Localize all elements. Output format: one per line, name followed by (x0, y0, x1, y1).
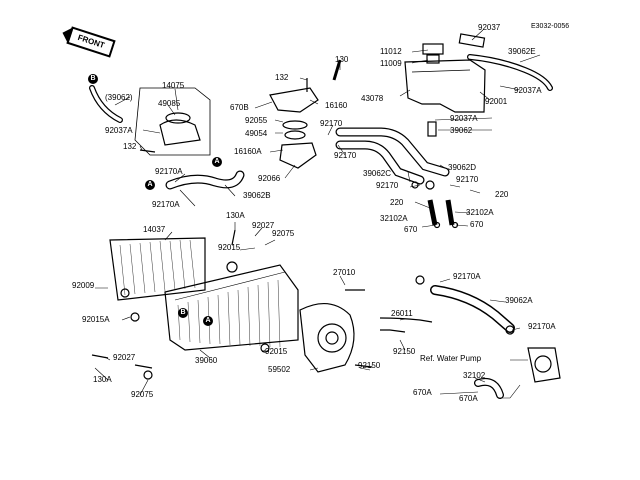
label-130a-lower: 130A (93, 375, 112, 384)
label-92066: 92066 (258, 174, 281, 183)
radiator-fan (299, 303, 355, 373)
label-26011: 26011 (391, 309, 413, 318)
label-92009: 92009 (72, 281, 95, 290)
label-670a-left: 670A (413, 388, 432, 397)
label-132-left: 132 (123, 142, 137, 151)
hose-39062e (467, 54, 553, 91)
label-220-left: 220 (390, 198, 404, 207)
reservoir-neck (426, 54, 440, 64)
label-39062d: 39062D (448, 163, 477, 172)
marker-a-neck: A (212, 157, 222, 167)
label-92170-a: 92170 (320, 119, 343, 128)
water-pump-cover (527, 347, 561, 383)
reservoir-cap (422, 43, 444, 55)
label-49054: 49054 (245, 129, 268, 138)
label-92170-b: 92170 (334, 151, 357, 160)
label-ref-water-pump: Ref. Water Pump (420, 354, 482, 363)
label-670-left: 670 (404, 225, 418, 234)
thermostat-housing (269, 87, 319, 113)
label-39062a: 39062A (505, 296, 533, 305)
label-27010: 27010 (333, 268, 356, 277)
label-92015a: 92015A (82, 315, 110, 324)
marker-b-radiator: B (178, 308, 188, 318)
label-92170a-right-upper: 92170A (453, 272, 481, 281)
label-92015-lower: 92015 (265, 347, 288, 356)
label-59502: 59502 (268, 365, 291, 374)
label-92027-top: 92027 (252, 221, 275, 230)
label-220-right: 220 (495, 190, 509, 199)
diagram-code: E3032-0056 (531, 23, 570, 30)
label-92170a-lower: 92170A (152, 200, 180, 209)
label-92055: 92055 (245, 116, 268, 125)
label-39062c: 39062C (363, 169, 392, 178)
label-16160a: 16160A (234, 147, 262, 156)
label-39062e: 39062E (508, 47, 536, 56)
label-92170a-upper: 92170A (155, 167, 183, 176)
marker-a-radiator: A (203, 316, 213, 326)
label-14037: 14037 (143, 225, 166, 234)
label-670b: 670B (230, 103, 249, 112)
radiator-core (164, 264, 299, 351)
label-670a-right: 670A (459, 394, 478, 403)
label-11012: 11012 (380, 47, 402, 56)
label-92037a-tube: 92037A (450, 114, 478, 123)
label-130a-top: 130A (226, 211, 245, 220)
label-92075-top: 92075 (272, 229, 295, 238)
label-92037a-left: 92037A (105, 126, 133, 135)
label-11009: 11009 (380, 59, 402, 68)
label-32102a-right: 32102A (466, 208, 494, 217)
reservoir-tank (404, 59, 486, 113)
label-670-right: 670 (470, 220, 484, 229)
radiator-screen (109, 237, 206, 301)
label-92001: 92001 (485, 97, 508, 106)
label-32102: 32102 (463, 371, 486, 380)
label-14075: 14075 (162, 81, 185, 90)
label-49085: 49085 (158, 99, 181, 108)
label-16160: 16160 (325, 101, 348, 110)
label-92170-c: 92170 (376, 181, 399, 190)
marker-a-hose: A (145, 180, 155, 190)
label-132-top: 132 (275, 73, 289, 82)
label-39062-left: (39062) (105, 93, 133, 102)
label-92170a-right-lower: 92170A (528, 322, 556, 331)
label-92015-top: 92015 (218, 243, 241, 252)
label-130: 130 (335, 55, 349, 64)
label-92150-lower: 92150 (358, 361, 381, 370)
label-92037a-right: 92037A (514, 86, 542, 95)
label-92027-lower: 92027 (113, 353, 136, 362)
label-32102a-left: 32102A (380, 214, 408, 223)
label-39062b: 39062B (243, 191, 271, 200)
label-92037: 92037 (478, 23, 501, 32)
label-39060: 39060 (195, 356, 218, 365)
label-92170-d: 92170 (456, 175, 479, 184)
label-43078: 43078 (361, 94, 384, 103)
label-39062-tube: 39062 (450, 126, 473, 135)
label-92150-upper: 92150 (393, 347, 416, 356)
filler-neck (159, 119, 201, 146)
label-92075-lower: 92075 (131, 390, 154, 399)
marker-b-top: B (88, 74, 98, 84)
